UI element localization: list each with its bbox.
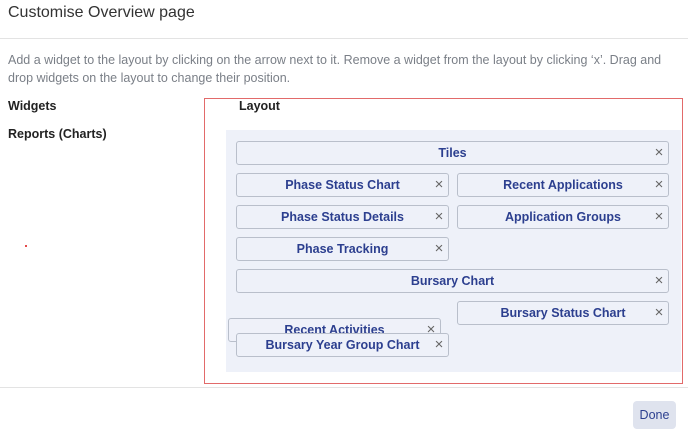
done-button[interactable]: Done	[633, 401, 676, 429]
decorative-dot	[25, 245, 27, 247]
layout-label: Layout	[239, 99, 280, 113]
layout-widget-bursary-year-group-chart[interactable]: Bursary Year Group Chart	[236, 333, 449, 357]
widget-label: Phase Status Details	[281, 210, 404, 224]
layout-widget-bursary-chart[interactable]: Bursary Chart	[236, 269, 669, 293]
widget-label: Application Groups	[505, 210, 621, 224]
dialog-header: Customise Overview page	[0, 0, 688, 39]
close-icon[interactable]	[654, 180, 664, 190]
layout-widget-phase-status-chart[interactable]: Phase Status Chart	[236, 173, 449, 197]
widget-label: Phase Tracking	[296, 242, 389, 256]
layout-widget-recent-applications[interactable]: Recent Applications	[457, 173, 669, 197]
widget-label: Tiles	[438, 146, 467, 160]
widget-label: Bursary Chart	[410, 274, 495, 288]
layout-widget-application-groups[interactable]: Application Groups	[457, 205, 669, 229]
close-icon[interactable]	[434, 340, 444, 350]
close-icon[interactable]	[434, 212, 444, 222]
layout-widget-phase-tracking[interactable]: Phase Tracking	[236, 237, 449, 261]
close-icon[interactable]	[654, 148, 664, 158]
widget-label: Recent Applications	[503, 178, 623, 192]
close-icon[interactable]	[654, 212, 664, 222]
close-icon[interactable]	[654, 308, 664, 318]
layout-widget-bursary-status-chart[interactable]: Bursary Status Chart	[457, 301, 669, 325]
layout-widget-phase-status-details[interactable]: Phase Status Details	[236, 205, 449, 229]
layout-widget-tiles[interactable]: Tiles	[236, 141, 669, 165]
close-icon[interactable]	[654, 276, 664, 286]
dialog-description: Add a widget to the layout by clicking o…	[8, 53, 662, 85]
dialog-footer: Done	[0, 387, 688, 440]
widget-section-reports-charts[interactable]: Reports (Charts)	[8, 127, 107, 141]
widgets-label: Widgets	[8, 99, 57, 113]
dialog-title: Customise Overview page	[8, 4, 195, 21]
close-icon[interactable]	[434, 180, 444, 190]
widget-label: Bursary Status Chart	[500, 306, 626, 320]
close-icon[interactable]	[434, 244, 444, 254]
layout-drop-zone	[204, 98, 683, 384]
widget-label: Bursary Year Group Chart	[265, 338, 420, 352]
widget-label: Phase Status Chart	[285, 178, 400, 192]
